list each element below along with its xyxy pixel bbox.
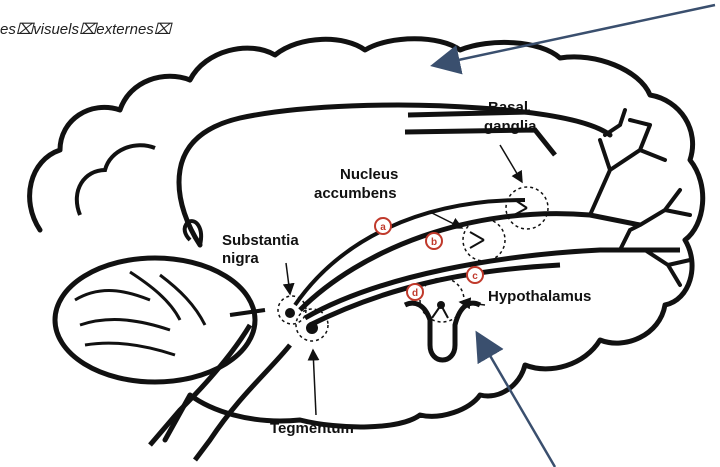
arrow-accumbens xyxy=(430,212,462,228)
arrow-substantia xyxy=(286,263,290,294)
cerebellum-outer xyxy=(55,258,255,382)
label-tegmentum: Tegmentum xyxy=(270,420,354,437)
marker-a: a xyxy=(375,218,391,234)
arrow-basal xyxy=(500,145,522,182)
label-substantia-2: nigra xyxy=(222,250,259,267)
label-substantia-1: Substantia xyxy=(222,232,299,249)
brainstem xyxy=(150,325,250,445)
label-basal-2: ganglia xyxy=(484,118,537,135)
label-hypothalamus: Hypothalamus xyxy=(488,288,591,305)
cerebellum-folds xyxy=(75,272,205,355)
svg-text:d: d xyxy=(412,288,418,299)
label-nucleus-2: accumbens xyxy=(314,185,397,202)
pointer-arrow-bottom xyxy=(478,335,555,467)
marker-d: d xyxy=(407,284,423,300)
label-nucleus-1: Nucleus xyxy=(340,166,398,183)
arrow-tegmentum xyxy=(313,350,316,415)
pituitary xyxy=(405,303,480,360)
svg-text:b: b xyxy=(431,237,437,248)
cortex-fold xyxy=(77,145,155,215)
pathway-mid xyxy=(305,250,680,318)
tree-branches xyxy=(590,110,690,285)
label-basal-1: Basal xyxy=(488,99,528,116)
svg-text:a: a xyxy=(380,222,386,233)
marker-b: b xyxy=(426,233,442,249)
marker-c: c xyxy=(467,267,483,283)
svg-text:c: c xyxy=(472,271,478,282)
